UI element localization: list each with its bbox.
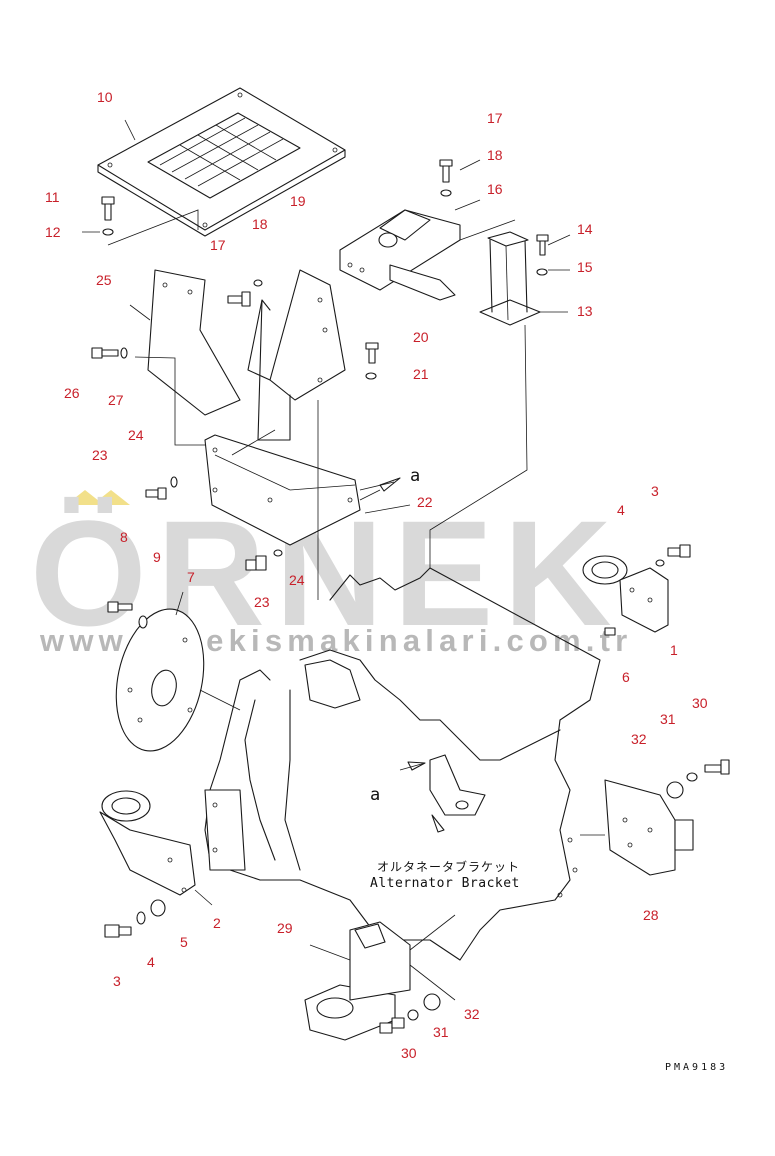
lower-mount-part <box>304 921 411 1041</box>
callout-9: 9 <box>153 549 161 565</box>
plate-bracket-part <box>204 434 361 546</box>
callout-31a: 31 <box>660 711 676 727</box>
alternator-bracket-part <box>429 754 486 816</box>
callout-20: 20 <box>413 329 429 345</box>
callout-10: 10 <box>97 89 113 105</box>
callout-24a: 24 <box>128 427 144 443</box>
callout-3a: 3 <box>651 483 659 499</box>
support-bracket-part <box>339 209 461 301</box>
callout-30a: 30 <box>692 695 708 711</box>
mount-stand-part <box>479 231 541 326</box>
callout-16: 16 <box>487 181 503 197</box>
hex-bolt-icon <box>439 159 453 167</box>
view-marker-a-mid: a <box>370 785 381 805</box>
callout-6: 6 <box>622 669 630 685</box>
callout-23b: 23 <box>254 594 270 610</box>
callout-27: 27 <box>108 392 124 408</box>
callout-22: 22 <box>417 494 433 510</box>
callout-13: 13 <box>577 303 593 319</box>
cover-plate-part <box>97 87 346 237</box>
drawing-code: PMA9183 <box>665 1062 729 1073</box>
callout-1: 1 <box>670 642 678 658</box>
alternator-label-jp: オルタネータブラケット <box>377 860 521 874</box>
callout-4a: 4 <box>617 502 625 518</box>
callout-15: 15 <box>577 259 593 275</box>
callout-12: 12 <box>45 224 61 240</box>
coupling-plate-part <box>115 608 205 752</box>
callout-26: 26 <box>64 385 80 401</box>
view-marker-a-top: a <box>410 466 421 486</box>
hex-bolt-icon <box>101 196 115 221</box>
alternator-label-en: Alternator Bracket <box>370 876 520 891</box>
callout-5: 5 <box>180 934 188 950</box>
washer-icon <box>102 228 114 236</box>
callout-23a: 23 <box>92 447 108 463</box>
callout-25: 25 <box>96 272 112 288</box>
mount-bracket-part <box>247 269 346 441</box>
callout-2: 2 <box>213 915 221 931</box>
callout-17b: 17 <box>210 237 226 253</box>
arrow-icon <box>379 477 401 492</box>
callout-31b: 31 <box>433 1024 449 1040</box>
callout-28: 28 <box>643 907 659 923</box>
callout-3b: 3 <box>113 973 121 989</box>
callout-21: 21 <box>413 366 429 382</box>
callout-32a: 32 <box>631 731 647 747</box>
callout-11: 11 <box>45 189 60 205</box>
callout-18b: 18 <box>252 216 268 232</box>
callout-18a: 18 <box>487 147 503 163</box>
arrow-icon <box>431 814 445 833</box>
rear-mount-part <box>99 790 196 896</box>
callout-24b: 24 <box>289 572 305 588</box>
callout-30b: 30 <box>401 1045 417 1061</box>
callout-14: 14 <box>577 221 593 237</box>
callout-17a: 17 <box>487 110 503 126</box>
callout-32b: 32 <box>464 1006 480 1022</box>
rear-plate-part <box>604 779 694 876</box>
callout-19: 19 <box>290 193 306 209</box>
callout-7: 7 <box>187 569 195 585</box>
side-bracket-part <box>147 269 241 416</box>
engine-block-part <box>204 567 601 961</box>
callout-8: 8 <box>120 529 128 545</box>
front-mount-part <box>582 555 669 633</box>
callout-4b: 4 <box>147 954 155 970</box>
callout-29: 29 <box>277 920 293 936</box>
